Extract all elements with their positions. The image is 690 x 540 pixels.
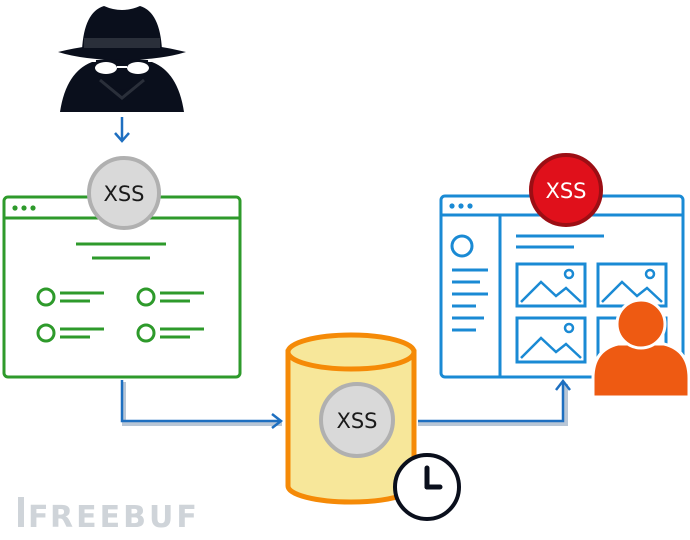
xss-badge-attacker-label: XSS [103, 182, 144, 206]
arrow-attacker-to-form [114, 117, 130, 143]
xss-badge-attacker: XSS [87, 156, 161, 230]
browser-form-icon [2, 195, 242, 379]
arrow-form-to-database [120, 380, 284, 429]
xss-badge-victim: XSS [529, 153, 603, 227]
xss-badge-database-label: XSS [336, 409, 377, 433]
xss-badge-database: XSS [319, 382, 395, 458]
xss-badge-victim-label: XSS [545, 179, 586, 203]
arrow-database-to-victim [418, 378, 571, 426]
watermark-first-letter: F [28, 500, 52, 535]
watermark-rest: REEBUF [50, 500, 200, 535]
spy-icon [58, 6, 186, 112]
freebuf-watermark: F REEBUF [18, 497, 200, 535]
user-icon [591, 298, 690, 399]
clock-icon [393, 453, 461, 521]
